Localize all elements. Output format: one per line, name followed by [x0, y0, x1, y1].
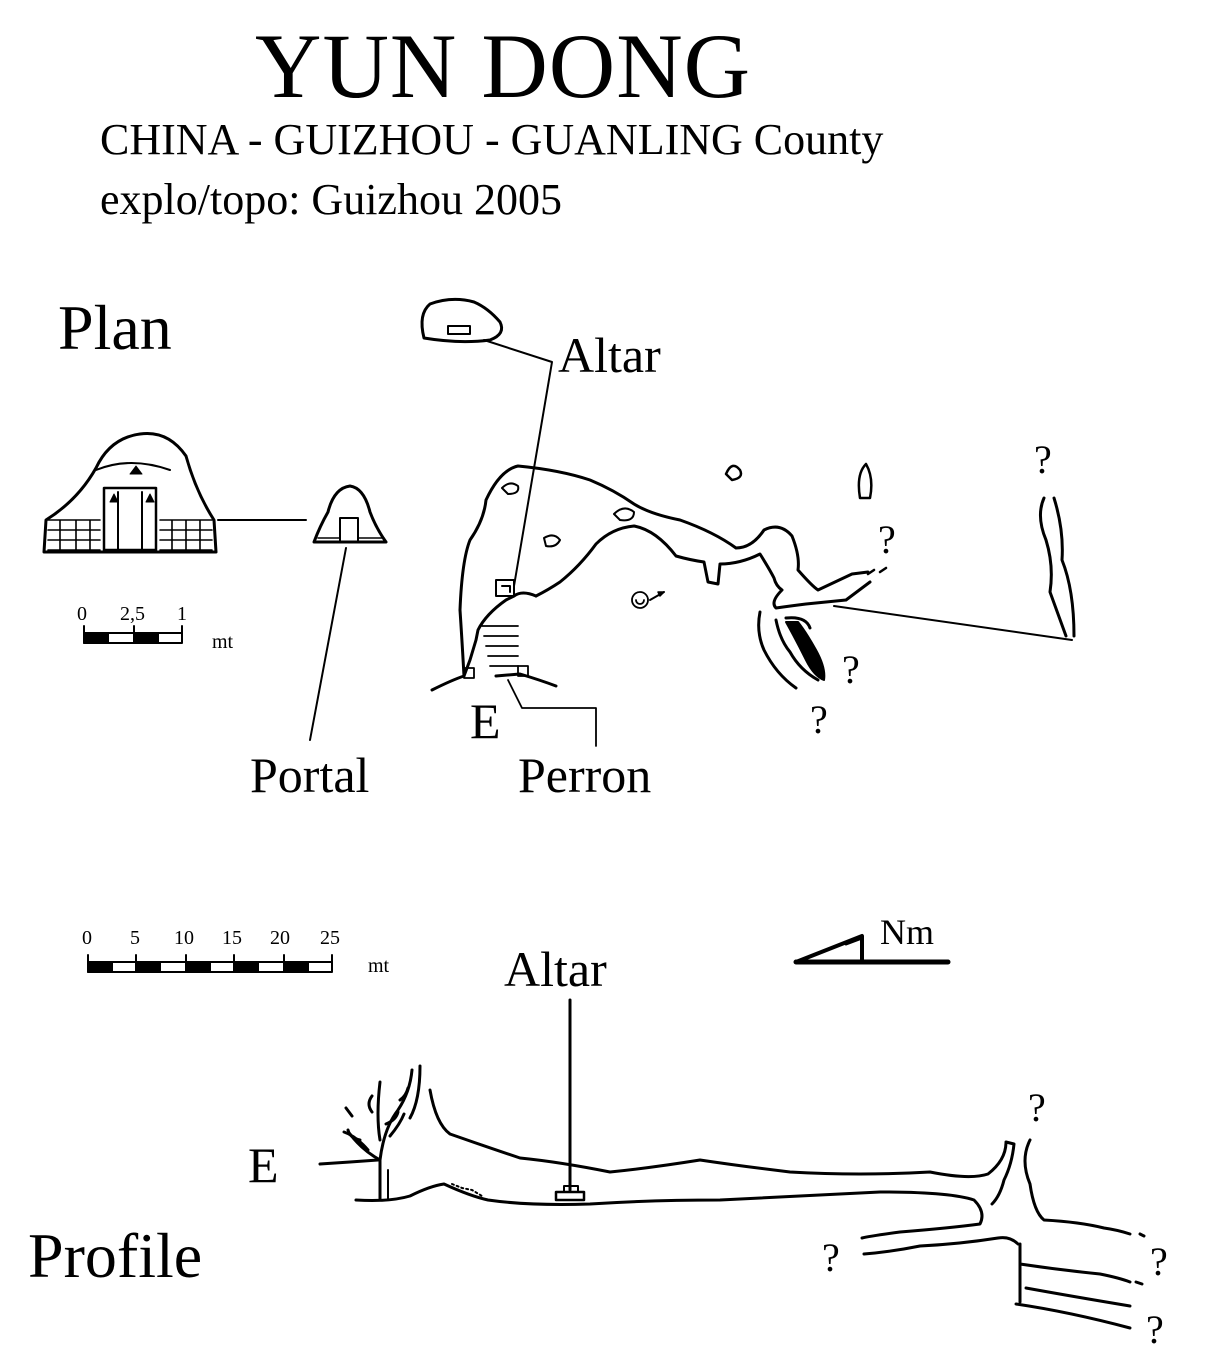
cave-plan-outline — [432, 464, 871, 690]
profile-heading: Profile — [28, 1220, 203, 1291]
cave-profile-outline — [320, 1090, 1144, 1328]
north-arrow-icon — [796, 936, 948, 962]
plan-scale-tick: 0 — [77, 603, 87, 625]
plan-scale-tick: 1 — [177, 603, 187, 625]
profile-scale-tick: 0 — [82, 927, 92, 949]
survey-line — [834, 606, 1072, 640]
portal-small — [314, 486, 386, 542]
profile-scale-tick: 15 — [222, 927, 242, 949]
altar-leader-line — [484, 340, 552, 586]
profile-scale-tick: 10 — [174, 927, 194, 949]
map-title: YUN DONG — [255, 15, 752, 117]
profile-unknown-marker: ? — [1146, 1307, 1164, 1352]
plan-unknown-marker: ? — [878, 517, 896, 562]
profile-scale-tick: 5 — [130, 927, 140, 949]
plan-unknown-marker: ? — [842, 647, 860, 692]
profile-scale-bar — [88, 955, 332, 972]
map-subtitle: CHINA - GUIZHOU - GUANLING County — [100, 115, 884, 164]
profile-unknown-marker: ? — [1150, 1239, 1168, 1284]
plan-entrance-label: E — [470, 693, 501, 749]
perron-leader-line — [508, 680, 596, 746]
plan-heading: Plan — [58, 292, 172, 363]
profile-scale-tick: 20 — [270, 927, 290, 949]
profile-entrance-label: E — [248, 1137, 279, 1193]
profile-scale-unit: mt — [368, 955, 390, 977]
right-plan-passage — [868, 498, 1074, 636]
plan-scale-bar — [84, 626, 182, 643]
portal-leader-line — [310, 548, 346, 740]
plan-portal-label: Portal — [250, 747, 370, 803]
plan-scale-tick: 2,5 — [120, 603, 145, 625]
plan-scale-unit: mt — [212, 631, 234, 653]
plan-altar-label: Altar — [558, 327, 661, 383]
profile-unknown-marker: ? — [822, 1235, 840, 1280]
profile-unknown-marker: ? — [1028, 1085, 1046, 1130]
profile-scale-tick: 25 — [320, 927, 340, 949]
entrance-tree-icon — [344, 1066, 420, 1200]
plan-unknown-marker: ? — [1034, 437, 1052, 482]
plan-altar-detail — [422, 299, 502, 341]
profile-altar-label: Altar — [504, 941, 607, 997]
north-label: Nm — [880, 912, 934, 952]
plan-unknown-marker: ? — [810, 697, 828, 742]
portal-detail — [44, 433, 216, 552]
map-credits: explo/topo: Guizhou 2005 — [100, 175, 562, 224]
plan-perron-label: Perron — [518, 747, 652, 803]
